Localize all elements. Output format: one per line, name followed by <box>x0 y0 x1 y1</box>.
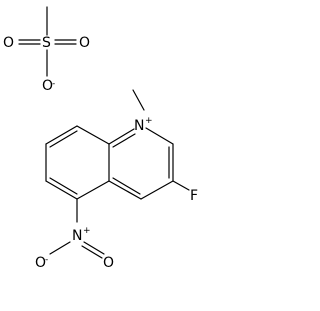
atom-oxygen-right: O <box>79 35 90 51</box>
bond-c8-c7-b <box>49 130 78 148</box>
charge-nitro-nitrogen: + <box>83 226 91 236</box>
bond-c8a-n1-a <box>108 128 135 145</box>
atom-oxygen-top-left: O <box>3 35 14 51</box>
atom-nitro-nitrogen: N <box>72 228 82 244</box>
charge-nitro-oxygen-left: - <box>45 255 48 265</box>
atom-sulfur: S <box>42 35 51 51</box>
bond-c5-c4a <box>76 180 110 200</box>
bond-n1-c2 <box>145 127 174 145</box>
atom-nitro-oxygen-left: O <box>35 255 46 271</box>
atom-oxygen-bottom: O <box>42 78 53 94</box>
bond-c4-c4a-a <box>108 180 142 200</box>
methanesulfonate-anion: O S O O - <box>3 6 90 94</box>
bond-c8a-n1-b <box>112 133 136 148</box>
bond-nitro-n-o-right-a <box>83 241 105 255</box>
molecule-drawing: O S O O - N + F <box>3 6 198 271</box>
bond-n-methyl <box>132 89 145 111</box>
bond-c8-c7-a <box>45 125 78 145</box>
bond-c6-c5-a <box>45 180 78 200</box>
bond-nitro-n-o-right-b <box>81 245 103 259</box>
bond-nitro-n-o-left <box>49 241 71 255</box>
atom-ring-nitrogen: N <box>134 118 144 134</box>
bond-c4-c4a-b <box>112 177 141 195</box>
charge-ring-nitrogen: + <box>145 116 153 126</box>
quinolinium-cation: N + F N + O - O <box>35 89 198 271</box>
bond-c8a-c8 <box>76 125 110 145</box>
atom-nitro-oxygen-right: O <box>103 255 114 271</box>
bond-c3-c4 <box>140 180 174 200</box>
structure-canvas: O S O O - N + F <box>3 6 198 271</box>
atom-fluorine: F <box>190 188 198 204</box>
bond-c6-c5-b <box>49 177 78 195</box>
bond-c3-f <box>172 180 190 191</box>
charge-oxygen-bottom: - <box>52 79 55 89</box>
